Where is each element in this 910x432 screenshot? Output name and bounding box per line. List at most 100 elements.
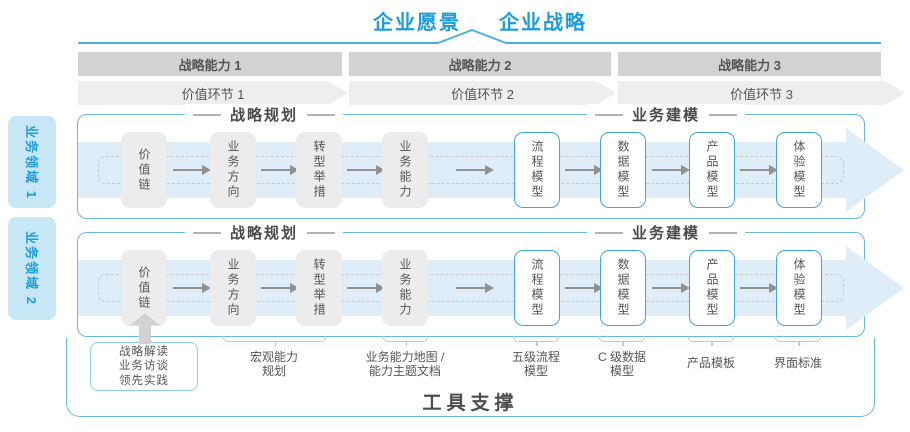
note-ui-standard: 界面标准 [774,356,822,370]
header-dash [709,231,738,234]
business-modeling-header-label: 业务建模 [631,225,701,242]
tool-support-container [66,338,875,417]
flow-box-data-model: 数据模型 [600,132,646,208]
flow-row-domain-1: 价值链 业务方向 转型举措 业务能力 流程模型 数据模型 产品模型 体验模型 战… [77,104,904,219]
tool-support-label: 工具支撑 [422,393,519,414]
note-line: 模型 [609,364,635,379]
flow-box-business-capability: 业务能力 [382,132,428,208]
bracket-capability-map [383,336,428,346]
business-modeling-header: 业务建模 [586,222,746,243]
arrow-right-icon [173,165,211,175]
header-dash [709,113,738,116]
business-domain-2-text: 业务领域 2 [23,231,39,306]
arrow-right-icon [740,165,778,175]
header-dash [192,113,221,116]
flow-box-data-model-label: 数据模型 [616,258,630,318]
flow-box-value-chain-label: 价值链 [137,265,151,311]
flow-box-business-capability: 业务能力 [382,250,428,326]
arrow-right-icon [652,283,690,293]
business-modeling-header-label: 业务建模 [631,107,701,124]
value-link-bar-2: 价值环节 2 [349,81,616,105]
value-link-bar-1-label: 价值环节 1 [181,86,245,102]
title-strategy: 企业战略 [499,12,587,34]
arrow-right-icon [173,283,211,293]
title-vision: 企业愿景 [373,12,461,34]
arrow-right-icon [740,283,778,293]
capability-bar-3: 战略能力 3 [618,52,881,76]
bracket-macro-capability [223,336,326,346]
business-modeling-header: 业务建模 [586,104,746,125]
flow-band-arrowhead [846,128,904,212]
flow-box-process-model-label: 流程模型 [530,258,544,318]
flow-box-transformation-initiatives-label: 转型举措 [312,258,326,318]
arrow-right-icon [565,165,603,175]
flow-box-transformation-initiatives: 转型举措 [296,250,342,326]
business-domain-1-label: 业务领域 1 [8,116,56,208]
value-link-bar-3-label: 价值环节 3 [730,86,793,102]
peak-line [78,29,881,44]
flow-box-business-direction: 业务方向 [210,250,256,326]
arrow-right-icon [347,283,385,293]
flow-box-experience-model-label: 体验模型 [792,140,806,200]
flow-row-domain-2: 价值链 业务方向 转型举措 业务能力 流程模型 数据模型 产品模型 体验模型 战… [77,222,904,337]
arrow-right-icon [261,283,299,293]
page-title: 企业愿景 企业战略 [78,6,882,35]
flow-box-data-model-label: 数据模型 [616,140,630,200]
note-process-model: 五级流程 模型 [512,350,560,379]
flow-box-business-direction-label: 业务方向 [226,258,240,318]
note-product-template: 产品模板 [687,356,735,370]
strategic-planning-header: 战略规划 [184,222,344,243]
note-capability-map: 业务能力地图 / 能力主题文档 [366,350,445,379]
arrow-right-icon [565,283,603,293]
note-line: 业务能力地图 / [365,350,445,364]
flow-box-business-capability-label: 业务能力 [398,258,412,318]
capability-bar-2-label: 战略能力 2 [448,57,512,73]
insight-line-3: 领先实践 [119,374,169,387]
flow-box-experience-model: 体验模型 [776,132,822,208]
strategic-planning-header: 战略规划 [184,104,344,125]
flow-box-process-model: 流程模型 [514,132,560,208]
flow-box-product-model: 产品模型 [689,250,735,326]
arrow-right-icon [456,283,494,293]
note-line: C 级数据 [597,350,647,364]
arrow-right-icon [261,165,299,175]
arrow-right-icon [347,165,385,175]
dashed-track [98,274,844,302]
flow-box-experience-model-label: 体验模型 [792,258,806,318]
flow-box-data-model: 数据模型 [600,250,646,326]
business-domain-2-label: 业务领域 2 [8,217,56,320]
value-link-bar-3: 价值环节 3 [618,81,905,105]
flow-box-product-model-label: 产品模型 [705,140,719,200]
flow-band-arrowhead [846,246,904,330]
note-line: 产品模板 [686,356,736,370]
strategy-insight-box: 战略解读 业务访谈 领先实践 [90,342,198,391]
header-dash [307,113,336,116]
flow-box-business-capability-label: 业务能力 [398,140,412,200]
flow-box-experience-model: 体验模型 [776,250,822,326]
flow-box-process-model: 流程模型 [514,250,560,326]
header-dash [307,231,336,234]
insight-line-1: 战略解读 [119,345,169,358]
note-line: 界面标准 [773,356,823,370]
note-line: 能力主题文档 [368,364,442,379]
flow-box-transformation-initiatives-label: 转型举措 [312,140,326,200]
business-domain-1-text: 业务领域 1 [23,124,39,200]
note-line: 规划 [261,364,287,379]
note-line: 宏观能力 [249,350,299,364]
flow-box-value-chain-label: 价值链 [137,147,151,193]
flow-box-product-model-label: 产品模型 [705,258,719,318]
header-dash [192,231,221,234]
bracket-data-model [599,336,645,346]
note-data-model: C 级数据 模型 [598,350,646,379]
strategic-planning-header-label: 战略规划 [229,107,299,124]
flow-box-value-chain: 价值链 [121,250,167,326]
value-link-bar-2-label: 价值环节 2 [451,86,514,102]
flow-box-product-model: 产品模型 [689,132,735,208]
bracket-ui-standard [775,336,821,346]
arrow-right-icon [652,165,690,175]
note-line: 五级流程 [511,350,561,364]
flow-box-business-direction-label: 业务方向 [226,140,240,200]
bracket-process-model [513,336,559,346]
bracket-product-template [688,336,734,346]
